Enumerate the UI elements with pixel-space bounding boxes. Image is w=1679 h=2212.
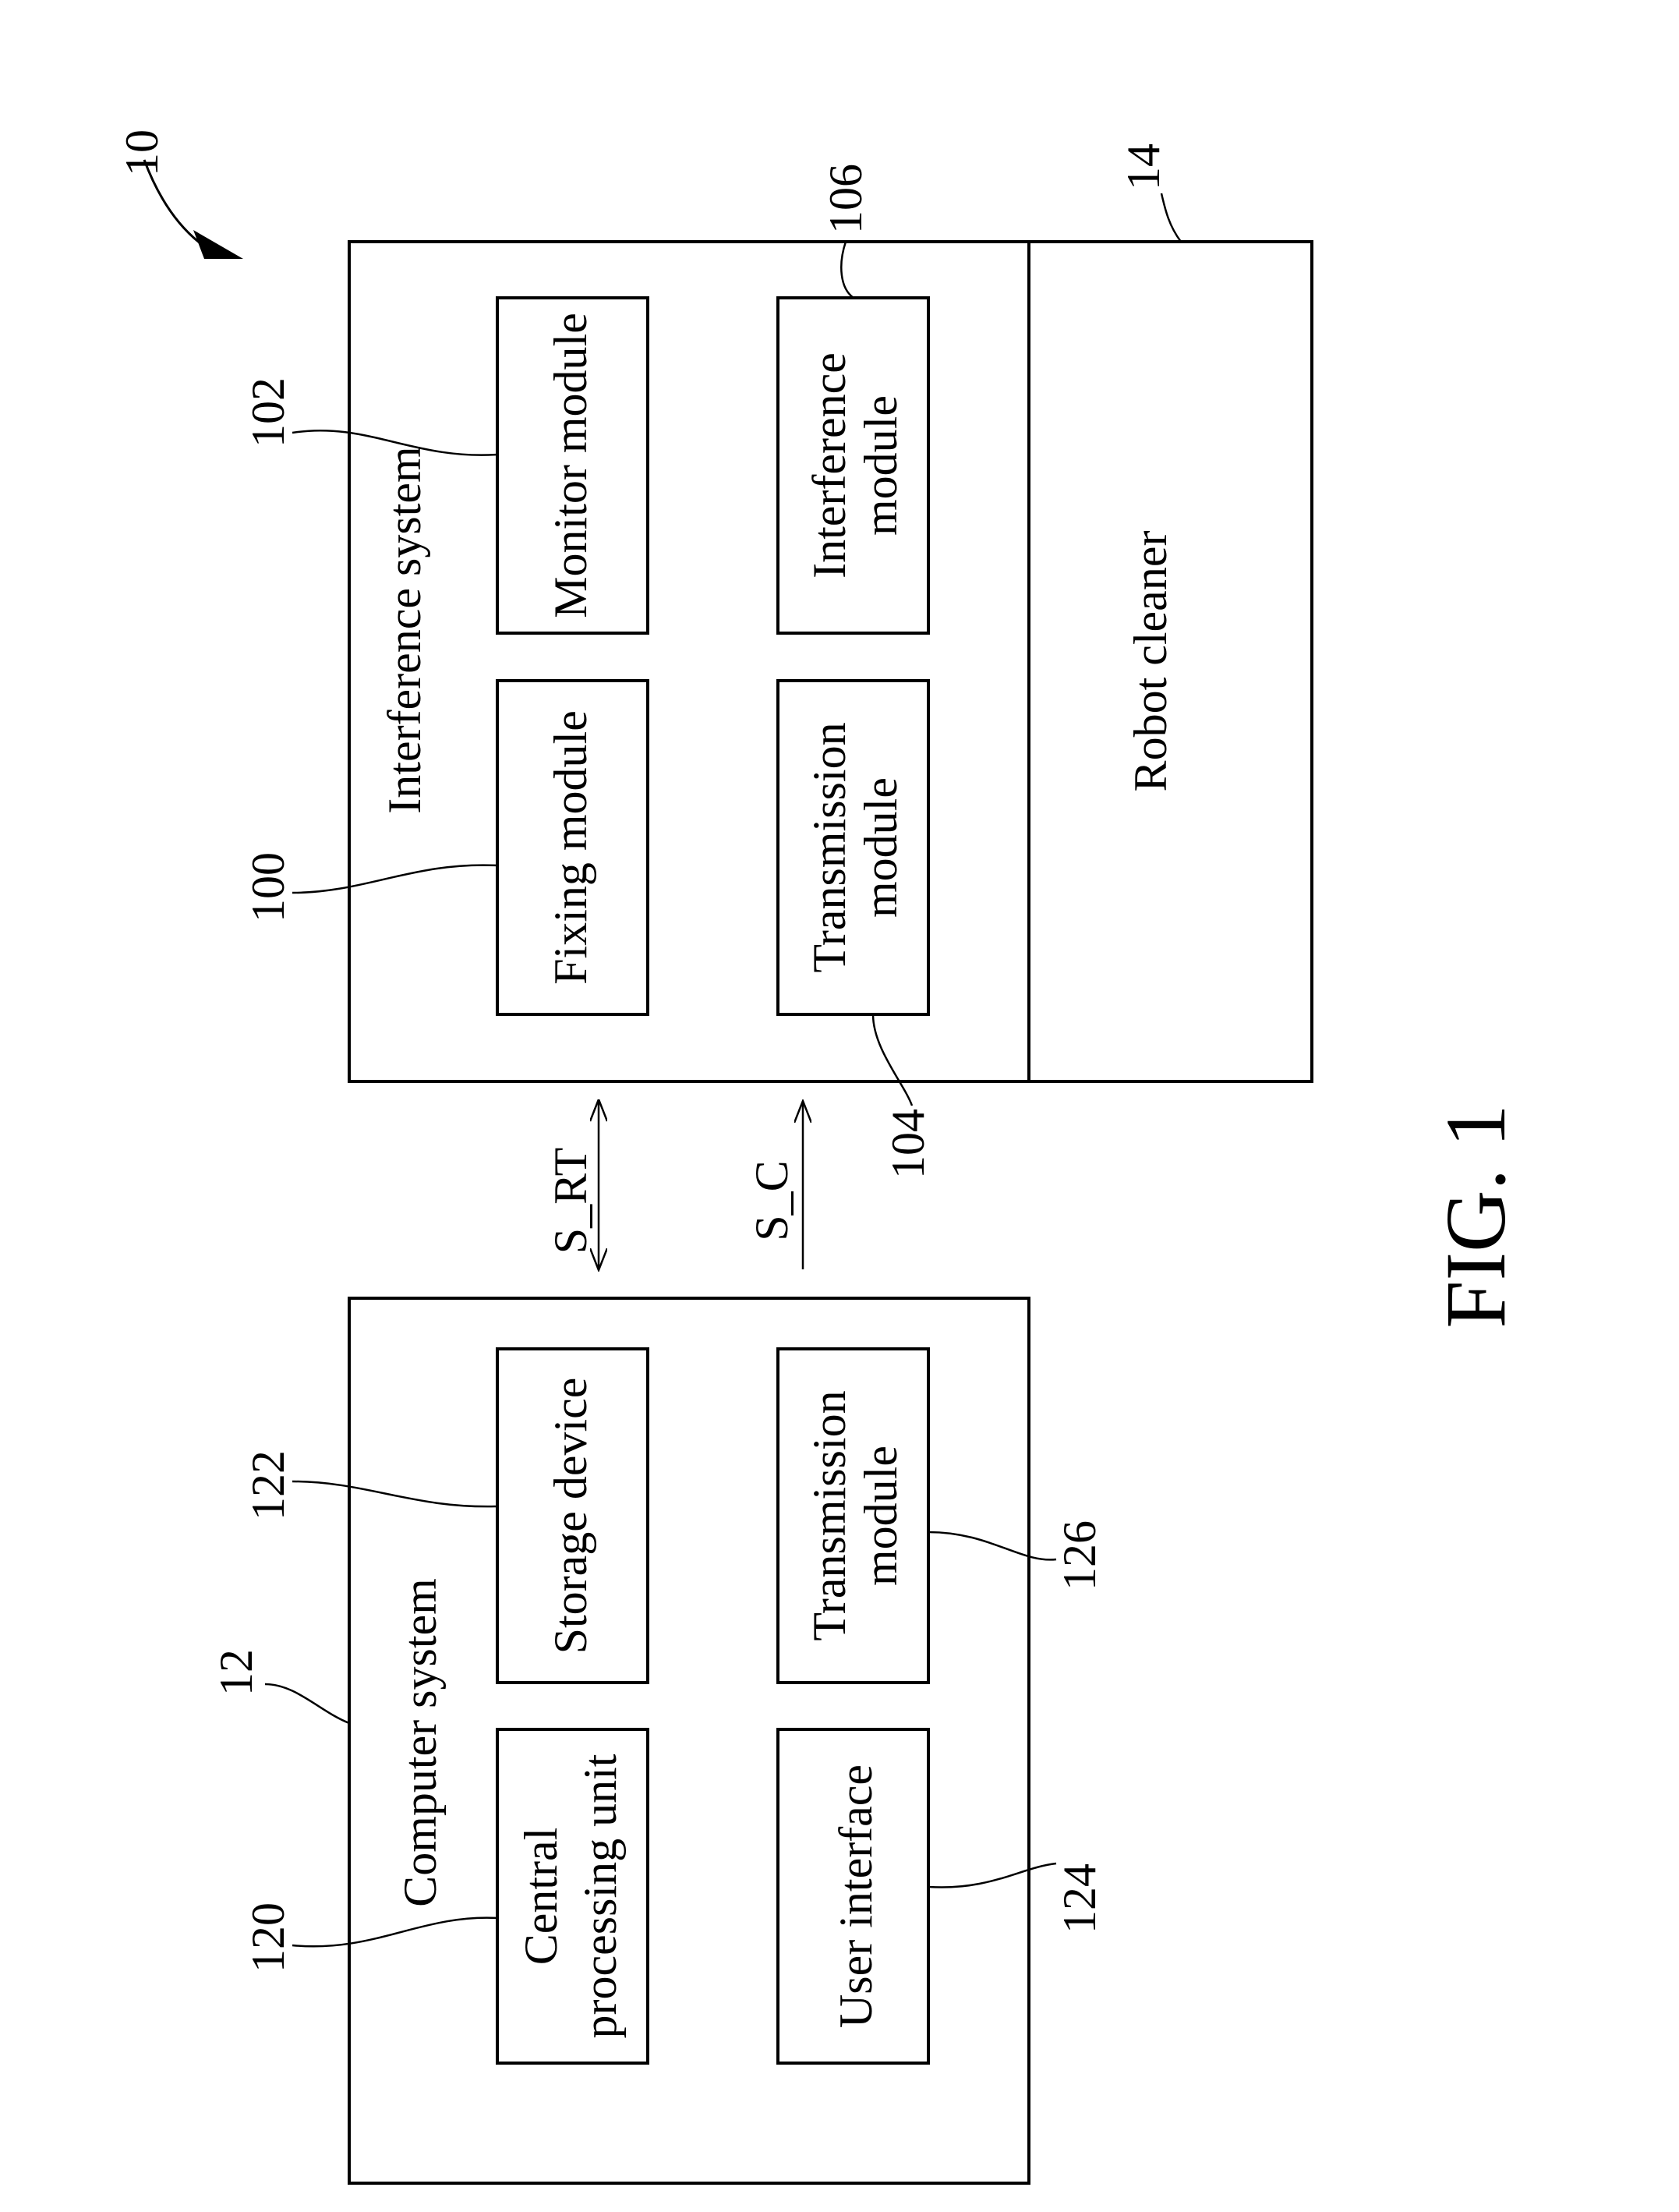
transmission-module-104-line1: Transmission	[804, 722, 855, 972]
ref-14-leader	[1161, 193, 1181, 242]
storage-device-label: Storage device	[545, 1378, 596, 1655]
ref-12-leader	[265, 1684, 349, 1723]
ref-106-leader	[841, 242, 854, 298]
figure-caption: FIG. 1	[1428, 1104, 1523, 1328]
transmission-module-126-line2: module	[855, 1446, 907, 1586]
ref-126-label: 126	[1054, 1520, 1105, 1591]
fixing-module-label: Fixing module	[545, 710, 596, 985]
ref-12-label: 12	[210, 1649, 262, 1696]
ref-124-label: 124	[1054, 1863, 1105, 1934]
monitor-module-label: Monitor module	[545, 313, 596, 618]
ref-104-leader	[873, 1014, 912, 1106]
ref-126-leader	[928, 1532, 1056, 1559]
interference-system-label: Interference system	[379, 446, 430, 813]
ref-104-label: 104	[882, 1109, 934, 1179]
ref-10-label: 10	[116, 129, 168, 176]
computer-system-label: Computer system	[394, 1578, 446, 1907]
ref-100-leader	[292, 865, 497, 893]
ref-122-leader	[292, 1481, 497, 1506]
ref-106-label: 106	[820, 164, 871, 234]
user-interface-label: User interface	[830, 1764, 882, 2028]
ref-122-label: 122	[242, 1450, 294, 1520]
interference-module-line1: Interference	[804, 352, 855, 579]
robot-cleaner-label: Robot cleaner	[1125, 531, 1176, 792]
transmission-module-126-line1: Transmission	[804, 1390, 855, 1640]
interference-module-line2: module	[855, 395, 907, 536]
s-c-label: S_C	[746, 1160, 797, 1240]
ref-124-leader	[928, 1863, 1056, 1888]
ref-14-label: 14	[1118, 143, 1169, 190]
ref-102-label: 102	[242, 377, 294, 448]
ref-120-leader	[292, 1918, 497, 1947]
cpu-line1: Central	[515, 1828, 567, 1966]
transmission-module-104-line2: module	[855, 777, 907, 918]
ref-10-arrowhead	[193, 230, 243, 259]
ref-100-label: 100	[242, 852, 294, 922]
s-rt-label: S_RT	[545, 1148, 596, 1254]
ref-120-label: 120	[242, 1902, 294, 1973]
cpu-line2: processing unit	[574, 1754, 626, 2038]
